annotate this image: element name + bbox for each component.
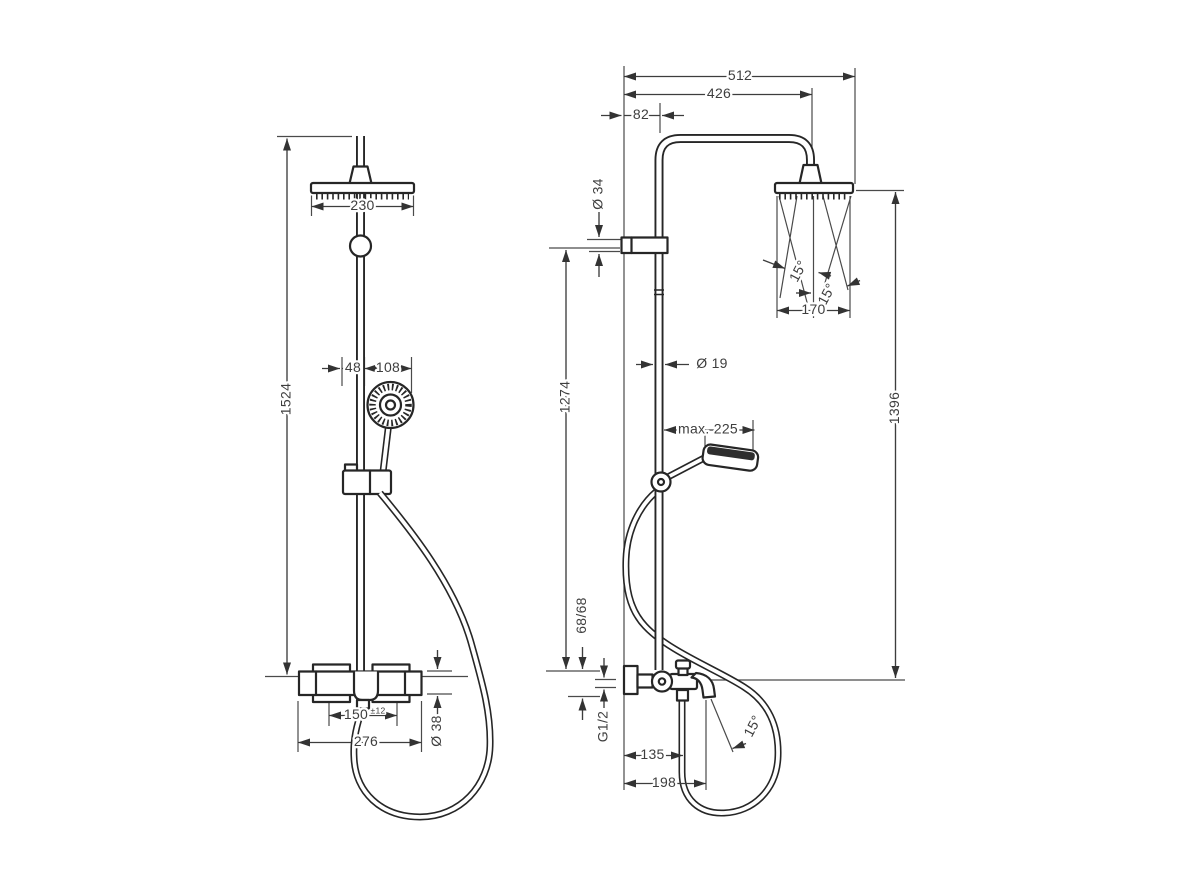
- dim-head-depth: 170: [801, 301, 825, 317]
- thermostat-valve: [297, 663, 423, 710]
- dimension-lines-side: [562, 72, 900, 788]
- dim-pipe-dia: Ø 19: [696, 355, 728, 371]
- dim-spray-angle-inner: 15°: [786, 257, 810, 284]
- dim-thread-size: G1/2: [595, 711, 611, 743]
- hand-shower-front: [366, 380, 415, 473]
- dim-spout-projection: 135: [640, 746, 664, 762]
- side-view: 512 426 82 Ø 34 1274 Ø 19 max. 225 1396 …: [546, 65, 905, 817]
- shower-hose-side: [622, 488, 782, 817]
- dim-valve-inlet-tolerance: ±12: [370, 705, 385, 715]
- dim-handshower-offset: 48: [345, 359, 361, 375]
- bath-spout: [690, 671, 717, 699]
- hand-shower-side: [650, 443, 760, 493]
- dim-spout-angle: 15°: [740, 712, 764, 739]
- dim-arm-projection: 426: [707, 85, 731, 101]
- bath-mixer: [622, 659, 717, 702]
- slider-bracket-front: [341, 463, 393, 496]
- dim-head-mount-height: 1396: [886, 392, 902, 424]
- dim-valve-escutcheon-dia: Ø 38: [428, 715, 444, 747]
- dim-handshower-width: 108: [376, 359, 400, 375]
- dim-wall-to-pipe: 82: [633, 106, 649, 122]
- dim-supply-offset: 68/68: [573, 597, 589, 634]
- hand-shower-face: [706, 446, 755, 461]
- dim-valve-width: 276: [354, 733, 378, 749]
- angle-leaders: [732, 259, 861, 750]
- overhead-shower-side: [773, 163, 855, 200]
- overhead-shower-front: [309, 165, 416, 200]
- dim-overall-depth: 512: [728, 67, 752, 83]
- dimension-lines-front: [265, 135, 468, 752]
- dim-valve-inlet-centers: 150: [344, 706, 368, 722]
- dim-overall-height: 1524: [278, 383, 294, 415]
- shower-hose-front: [350, 490, 494, 821]
- dimension-labels-front: 1524 230 48 108 150 ±12 276 Ø 38: [275, 195, 446, 752]
- wall-bracket: [620, 236, 669, 255]
- spray-pattern: [778, 195, 852, 307]
- dim-bracket-dia: Ø 34: [590, 178, 606, 210]
- fixture-front: [297, 136, 494, 821]
- dim-spout-overall: 198: [652, 774, 676, 790]
- front-view: 1524 230 48 108 150 ±12 276 Ø 38: [265, 135, 494, 821]
- dim-rod-height: 1274: [557, 381, 573, 413]
- ball-joint-front: [348, 234, 373, 258]
- fixture-side: [620, 134, 855, 817]
- dim-handshower-projection: max. 225: [678, 421, 738, 437]
- riser-pipe-side: [654, 134, 815, 670]
- dim-head-width: 230: [350, 197, 374, 213]
